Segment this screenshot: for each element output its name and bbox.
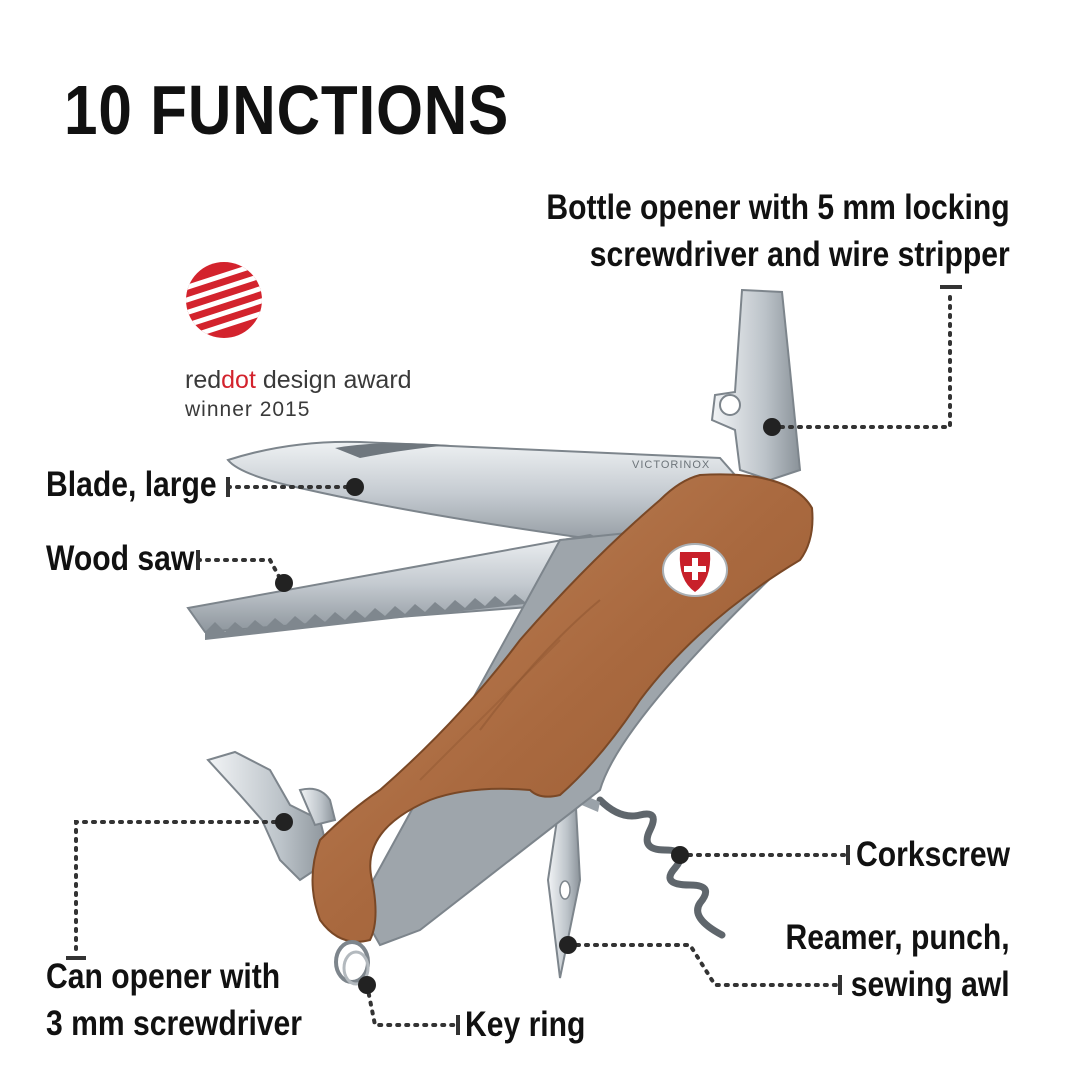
corkscrew-tool bbox=[596, 796, 726, 939]
reddot-award-text: reddot design award winner 2015 bbox=[185, 365, 412, 425]
label-key-ring: Key ring bbox=[465, 1005, 586, 1044]
reddot-logo bbox=[186, 262, 262, 338]
leader-end-ticks bbox=[66, 285, 962, 1035]
key-ring bbox=[334, 940, 370, 986]
victorinox-emblem bbox=[662, 543, 728, 597]
large-blade: VICTORINOX bbox=[226, 440, 737, 550]
label-bottle-opener: Bottle opener with 5 mm locking screwdri… bbox=[546, 188, 1010, 274]
award-title: reddot design award bbox=[185, 366, 412, 394]
callout-dots bbox=[275, 418, 781, 994]
label-corkscrew: Corkscrew bbox=[856, 835, 1010, 874]
leader-lines bbox=[74, 288, 952, 1027]
page-title: 10 FUNCTIONS bbox=[64, 71, 510, 149]
award-subtitle: winner 2015 bbox=[185, 398, 311, 421]
label-can-opener: Can opener with 3 mm screwdriver bbox=[46, 957, 302, 1043]
label-reamer: Reamer, punch, sewing awl bbox=[785, 918, 1010, 1004]
bottle-opener-tool bbox=[710, 288, 802, 482]
label-wood-saw: Wood saw bbox=[46, 539, 195, 578]
label-blade-large: Blade, large bbox=[46, 465, 217, 504]
blade-engraving: VICTORINOX bbox=[632, 459, 710, 471]
